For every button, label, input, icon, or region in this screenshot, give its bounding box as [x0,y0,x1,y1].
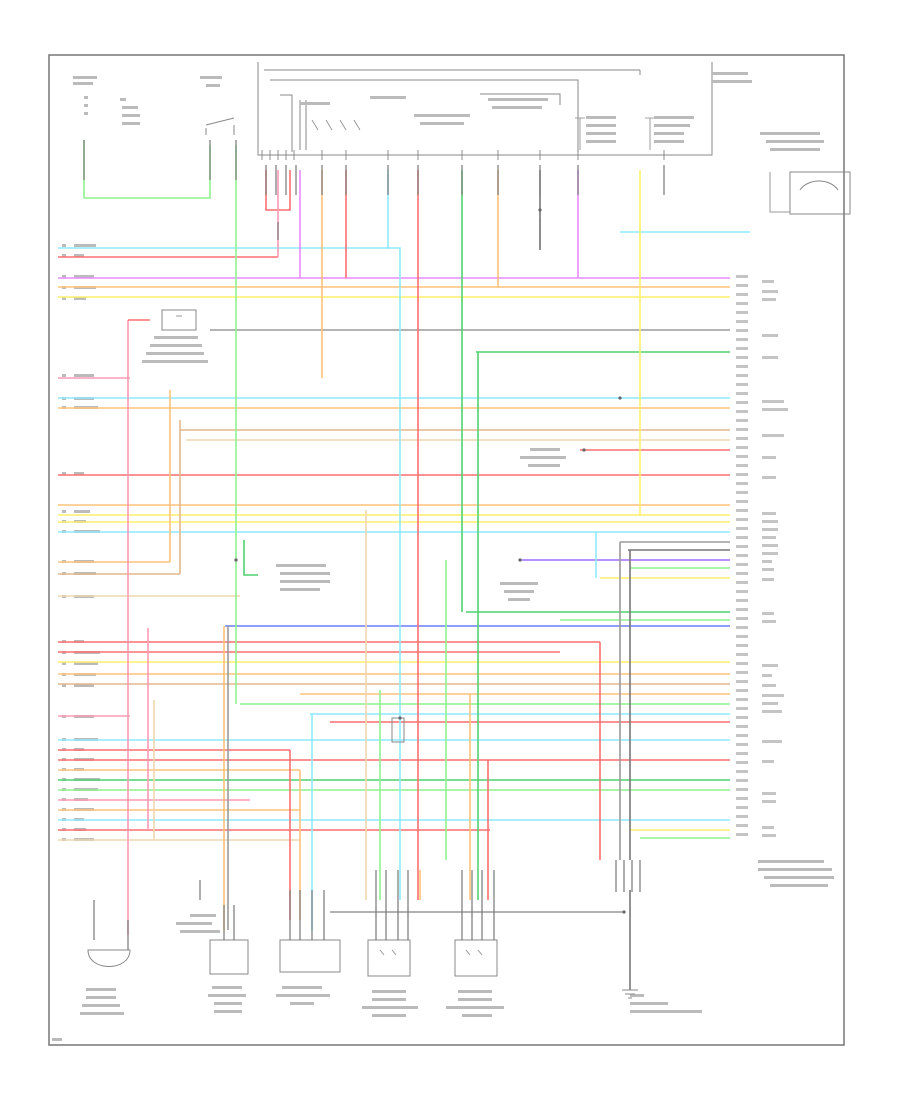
right-connector-pins [736,275,788,837]
module-internal-switches [299,110,655,150]
wire-green-244 [243,540,258,576]
brake-switch-icon [205,117,235,135]
speed-sensor-mid-icon [209,939,249,975]
pressure-switch-icon [279,939,341,973]
left-wire-labels [62,244,100,841]
connector-stubs [127,860,641,950]
wire-lightgreen-left-sensor [83,140,211,199]
top-connectors [83,140,665,248]
horizontal-wires [58,231,750,841]
page-border [48,54,845,1046]
solenoid-a-icon [367,939,411,977]
splice-box [391,717,405,743]
components [87,117,851,999]
ground-icon [622,989,638,999]
module-terminals [261,150,665,160]
speed-sensor-left-icon [87,949,131,967]
module-block-top [257,62,713,156]
vertical-wires [83,140,641,990]
splice-dots [234,208,626,914]
solenoid-b-icon [454,939,498,977]
range-sensor-icon [789,171,851,215]
label-marks [52,72,834,1041]
wire-lightblue-388 [387,170,401,900]
resistor-module [161,309,197,331]
